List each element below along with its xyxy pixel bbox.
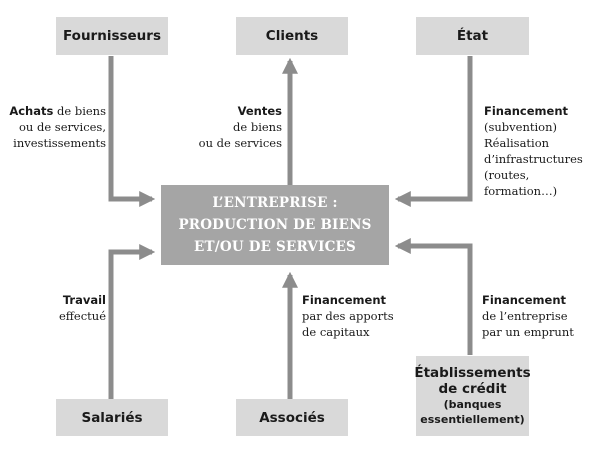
box-associes-label: Associés xyxy=(259,409,325,426)
label-ventes-bold: Ventes xyxy=(237,104,282,118)
label-financement-etat-line5: (routes, formation…) xyxy=(484,168,558,198)
arrow-etat xyxy=(394,56,473,208)
label-financement-etat-line3: Réalisation xyxy=(484,136,550,150)
entreprise-line-2: PRODUCTION DE BIENS xyxy=(178,217,372,233)
label-financement-associes-line2: par des apports xyxy=(302,309,394,323)
label-achats-line2: ou de services, xyxy=(19,120,106,134)
entreprise-box: L’ENTREPRISE : PRODUCTION DE BIENS ET/OU… xyxy=(161,185,389,265)
label-achats: Achats de biens ou de services, investis… xyxy=(9,103,106,151)
label-ventes-line3: ou de services xyxy=(198,136,282,150)
label-financement-credit: Financement de l’entreprise par un empru… xyxy=(482,292,574,340)
label-financement-credit-bold: Financement xyxy=(482,293,567,307)
label-financement-associes: Financement par des apports de capitaux xyxy=(302,292,394,340)
box-etablissements-title-1: Établissements xyxy=(414,365,531,381)
box-etat-label: État xyxy=(456,28,489,44)
box-etablissements-sub-2: essentiellement) xyxy=(420,413,525,426)
box-fournisseurs-label: Fournisseurs xyxy=(63,28,161,44)
box-fournisseurs: Fournisseurs xyxy=(56,17,168,55)
arrow-etablissements xyxy=(394,237,473,355)
box-associes: Associés xyxy=(236,399,348,436)
label-financement-etat: Financement (subvention) Réalisation d’i… xyxy=(484,103,604,199)
label-ventes: Ventes de biens ou de services xyxy=(199,103,282,151)
arrow-salaries xyxy=(108,243,156,399)
arrow-fournisseurs xyxy=(108,56,156,208)
box-clients-label: Clients xyxy=(265,28,319,44)
label-achats-line1: de biens xyxy=(53,104,106,118)
box-etat: État xyxy=(416,17,529,55)
label-achats-line3: investissements xyxy=(13,136,106,150)
label-travail-line2: effectué xyxy=(58,309,106,323)
box-salaries: Salariés xyxy=(56,399,168,436)
label-travail-bold: Travail xyxy=(62,293,106,307)
box-clients: Clients xyxy=(236,17,348,55)
label-financement-associes-bold: Financement xyxy=(302,293,387,307)
entreprise-line-1: L’ENTREPRISE : xyxy=(212,195,338,211)
box-etablissements-credit: Établissements de crédit (banques essent… xyxy=(414,356,531,436)
label-travail: Travail effectué xyxy=(59,292,106,324)
label-financement-credit-line2: de l’entreprise xyxy=(482,309,568,323)
box-etablissements-sub-1: (banques xyxy=(443,398,502,411)
label-ventes-line2: de biens xyxy=(233,120,282,134)
label-financement-associes-line3: de capitaux xyxy=(302,325,370,339)
label-financement-etat-line2: (subvention) xyxy=(484,120,557,134)
box-etablissements-title-2: de crédit xyxy=(438,381,507,397)
label-financement-etat-bold: Financement xyxy=(484,104,569,118)
box-salaries-label: Salariés xyxy=(81,409,143,426)
label-financement-credit-line3: par un emprunt xyxy=(482,325,574,339)
label-achats-bold: Achats xyxy=(9,104,54,118)
label-financement-etat-line4: d’infrastructures xyxy=(484,152,583,166)
entreprise-line-3: ET/OU DE SERVICES xyxy=(194,239,356,255)
